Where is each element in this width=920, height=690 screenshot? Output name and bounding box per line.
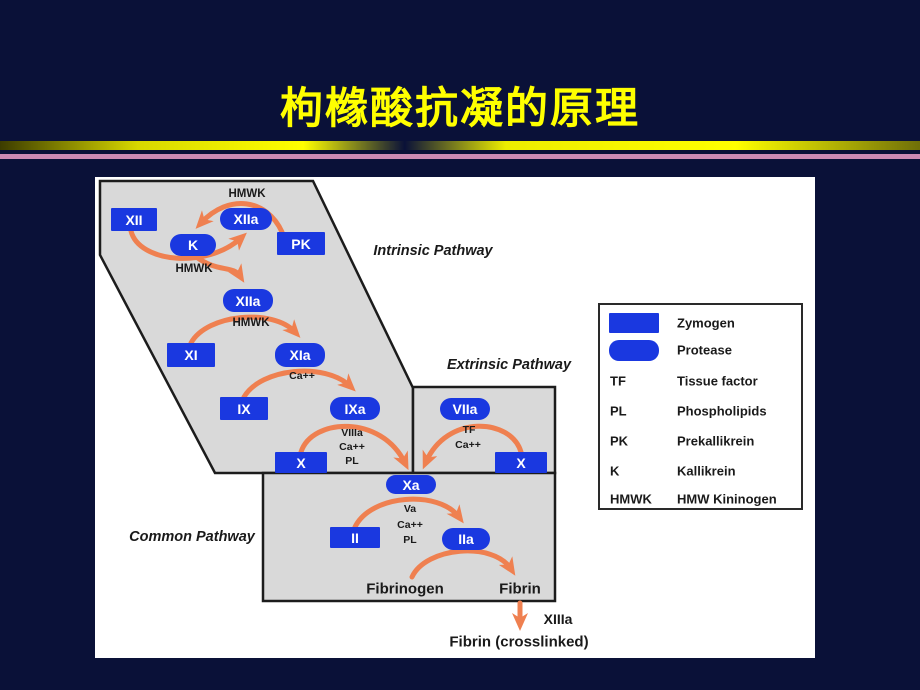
- legend-label-k: Kallikrein: [677, 463, 736, 479]
- arrow-x-to-xa-intrinsic: [298, 423, 409, 471]
- factor-ix: IX: [220, 397, 268, 420]
- separator-yellow: [0, 141, 920, 150]
- factor-xia: XIa: [275, 343, 325, 367]
- arrow-xii-to-xiia: [128, 228, 247, 261]
- fibrin-crosslinked-label: Fibrin (crosslinked): [449, 633, 589, 651]
- fibrinogen-label: Fibrinogen: [366, 580, 444, 598]
- factor-x-extrinsic: X: [495, 452, 547, 473]
- label-ca-viia: Ca++: [455, 439, 481, 451]
- factor-viia: VIIa: [440, 398, 490, 420]
- factor-xa: Xa: [386, 475, 436, 494]
- common-pathway-region: [261, 471, 557, 603]
- legend-box: Zymogen Protease TF Tissue factor PL Pho…: [598, 303, 803, 510]
- arrow-to-xiia-lower: [192, 253, 245, 283]
- legend-label-tf: Tissue factor: [677, 373, 758, 389]
- common-pathway-label: Common Pathway: [129, 529, 255, 545]
- factor-xiia-lower: XIIa: [223, 289, 273, 312]
- arrow-x-to-xa-extrinsic: [422, 423, 524, 470]
- zymogen-swatch: [609, 313, 659, 333]
- xiiia-label: XIIIa: [543, 611, 573, 627]
- arrow-xi-to-xia: [188, 314, 301, 346]
- legend-zymogen-label: Zymogen: [677, 315, 735, 331]
- label-ca-ixa: Ca++: [339, 441, 365, 453]
- arrow-ii-to-iia: [352, 496, 464, 530]
- legend-label-pl: Phospholipids: [677, 403, 767, 419]
- label-hmwk-lower: HMWK: [232, 317, 270, 329]
- factor-iia: IIa: [442, 528, 490, 550]
- label-viiia: VIIIa: [341, 427, 363, 439]
- intrinsic-pathway-label: Intrinsic Pathway: [373, 243, 493, 259]
- label-ca-xa: Ca++: [397, 519, 423, 531]
- label-pl-xa: PL: [403, 534, 417, 546]
- factor-ii: II: [330, 527, 380, 548]
- slide-title: 枸橼酸抗凝的原理: [280, 84, 640, 134]
- factor-pk: PK: [277, 232, 325, 255]
- factor-x-intrinsic: X: [275, 452, 327, 473]
- label-hmwk-top: HMWK: [228, 188, 266, 200]
- fibrin-label: Fibrin: [499, 580, 541, 598]
- legend-abbr-pk: PK: [610, 433, 629, 449]
- legend-abbr-k: K: [610, 463, 620, 479]
- legend-abbr-tf: TF: [610, 373, 626, 389]
- factor-xii: XII: [111, 208, 157, 231]
- factor-xi: XI: [167, 343, 215, 367]
- label-tf: TF: [462, 424, 476, 436]
- legend-protease-label: Protease: [677, 342, 732, 358]
- arrow-fibrinogen-to-fibrin: [409, 548, 516, 580]
- coagulation-cascade-diagram: XII XIIa K PK XIIa XI XIa IX IXa VIIa X …: [95, 177, 815, 658]
- arrow-pk-to-k: [195, 201, 285, 235]
- legend-abbr-pl: PL: [610, 403, 627, 419]
- legend-abbr-hmwk: HMWK: [610, 491, 652, 507]
- label-ca-xia: Ca++: [289, 370, 315, 382]
- factor-ixa: IXa: [330, 397, 380, 420]
- separator-pink: [0, 154, 920, 159]
- factor-k: K: [170, 234, 216, 256]
- label-pl-ixa: PL: [345, 455, 359, 467]
- legend-label-hmwk: HMW Kininogen: [677, 491, 777, 507]
- arrow-ix-to-ixa: [241, 368, 356, 400]
- label-va: Va: [403, 503, 417, 515]
- protease-swatch: [609, 340, 659, 361]
- legend-label-pk: Prekallikrein: [677, 433, 755, 449]
- label-hmwk-mid: HMWK: [175, 263, 213, 275]
- factor-xiia-upper: XIIa: [220, 208, 272, 230]
- extrinsic-pathway-label: Extrinsic Pathway: [446, 357, 572, 373]
